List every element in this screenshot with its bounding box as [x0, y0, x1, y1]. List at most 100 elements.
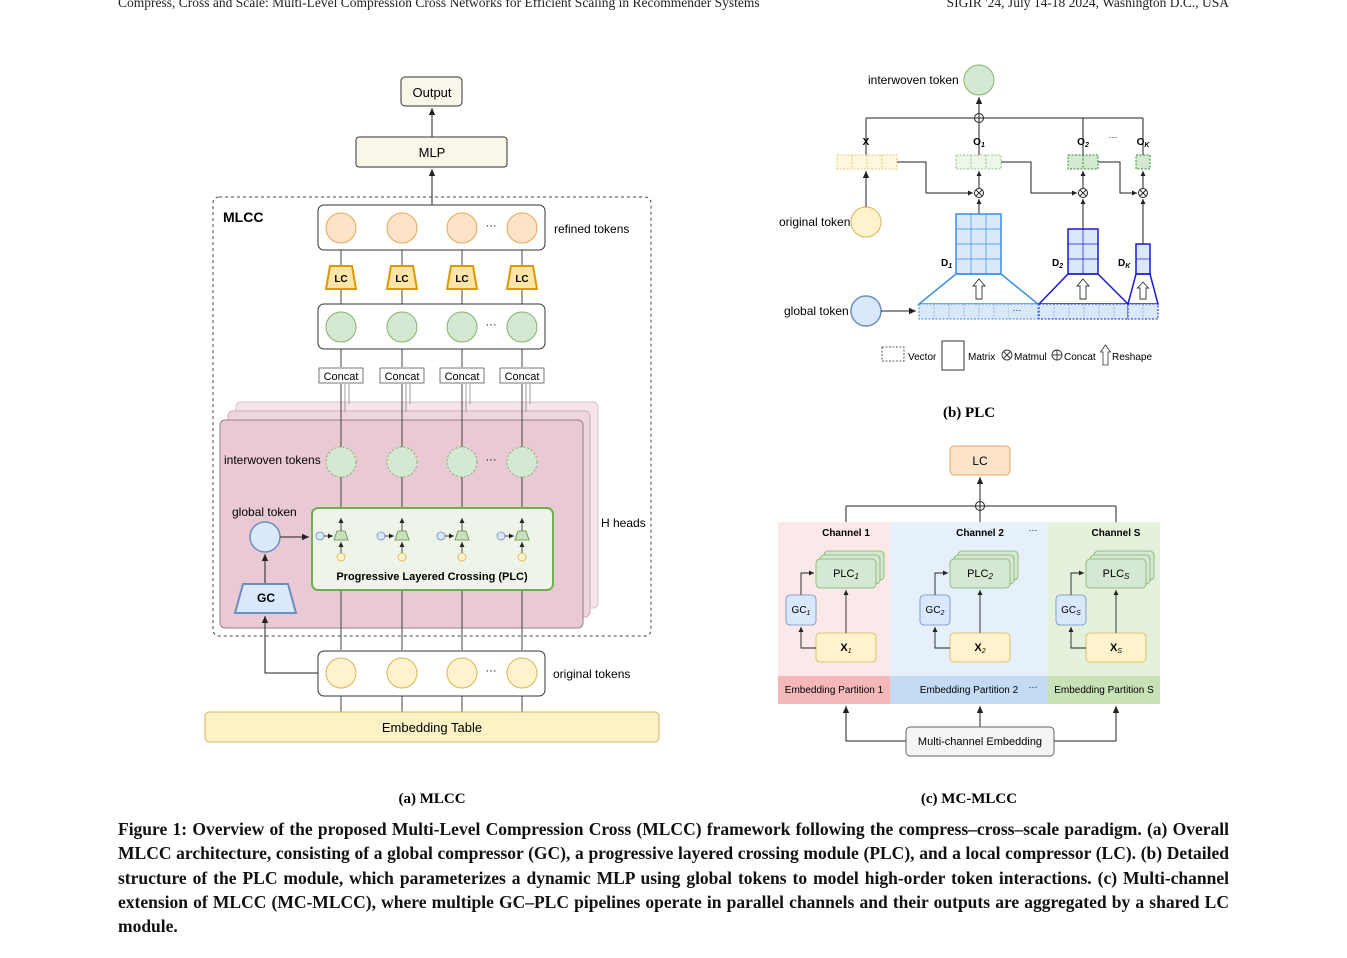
lc-label: LC	[395, 274, 408, 285]
x-label: X	[863, 137, 870, 148]
plcs-label: PLCS	[1103, 568, 1130, 581]
lc-block	[324, 265, 358, 290]
gc2-label: GC2	[926, 605, 945, 617]
legend-concat-label: Concat	[1064, 352, 1096, 363]
figure-caption: Figure 1: Overview of the proposed Multi…	[118, 819, 1229, 937]
caption-b: (b) PLC	[943, 405, 995, 421]
gcs-label: GCS	[1061, 605, 1081, 617]
original-token-label: original token	[779, 215, 850, 229]
partition-2-label: Embedding Partition 2	[920, 685, 1019, 696]
plc1-label: PLC1	[833, 568, 859, 581]
d2-label: D2	[1052, 258, 1063, 270]
channel-1: PLC1 GC1 X1	[785, 550, 885, 663]
o-ellipsis: ···	[1109, 132, 1118, 142]
mc-lc-box	[949, 445, 1011, 476]
global-token	[249, 521, 281, 553]
lc-label: LC	[334, 274, 347, 285]
channel-2-label: Channel 2	[956, 528, 1004, 539]
channel-1-label: Channel 1	[822, 528, 870, 539]
partition-1-label: Embedding Partition 1	[785, 685, 884, 696]
plc2-label: PLC2	[967, 568, 993, 581]
concat-label: Concat	[445, 371, 480, 383]
lc-row: LC LC LC LC	[324, 265, 539, 290]
h-heads-label: H heads	[601, 516, 646, 530]
concat-label: Concat	[324, 371, 359, 383]
legend-reshape-icon	[1099, 344, 1112, 366]
concat-ellipsis: ···	[486, 319, 497, 331]
gc1-label: GC1	[792, 605, 811, 617]
gc-block	[233, 583, 298, 614]
o2-label: O2	[1077, 137, 1089, 149]
panel-mlcc: Output MLP MLCC H heads	[204, 76, 660, 807]
mlcc-frame	[212, 196, 652, 637]
concat-token	[446, 311, 478, 343]
interwoven-token	[446, 446, 478, 478]
plc-units	[315, 518, 530, 562]
original-tokens-box	[317, 650, 546, 697]
mlp-box	[355, 136, 508, 168]
refined-token	[325, 212, 357, 244]
channel-s: PLCS GCS XS	[1055, 550, 1155, 663]
original-token	[446, 657, 478, 689]
mc-lc-label: LC	[972, 454, 988, 468]
d1-label: D1	[941, 258, 952, 270]
legend-matmul-label: Matmul	[1014, 352, 1047, 363]
refined-tokens-label: refined tokens	[554, 222, 629, 236]
interwoven-token	[506, 446, 538, 478]
refined-token	[386, 212, 418, 244]
d2-matrix	[1067, 228, 1099, 275]
refined-token	[446, 212, 478, 244]
o2-vector	[1067, 154, 1099, 170]
interwoven-token	[386, 446, 418, 478]
dk-matrix	[1135, 243, 1151, 275]
partition-ellipsis: ···	[1029, 682, 1038, 692]
partition-1	[778, 676, 890, 704]
lc-label: LC	[455, 274, 468, 285]
refined-token	[506, 212, 538, 244]
mlcc-title: MLCC	[223, 209, 263, 225]
original-tokens-label: original tokens	[553, 667, 630, 681]
refined-ellipsis: ···	[486, 220, 497, 232]
x1-label: X1	[840, 642, 851, 655]
concat-token	[325, 311, 357, 343]
plc-label: Progressive Layered Crossing (PLC)	[336, 571, 528, 583]
concat-label: Concat	[505, 371, 540, 383]
dk-label: DK	[1118, 258, 1131, 270]
plc-global-token	[850, 295, 882, 327]
legend-matmul-icon	[1001, 349, 1013, 361]
concat-row: Concat Concat Concat Concat	[318, 367, 545, 384]
o1-vector	[955, 154, 1002, 170]
partition-s-label: Embedding Partition S	[1054, 685, 1154, 696]
output-label: Output	[412, 85, 451, 100]
partition-2	[890, 676, 1048, 704]
legend-matrix-label: Matrix	[968, 352, 995, 363]
concat-tokens-box	[317, 303, 546, 350]
caption-c: (c) MC-MLCC	[921, 791, 1017, 807]
interwoven-tokens-label: interwoven tokens	[224, 453, 321, 467]
reshape-arrow-icon	[972, 278, 1150, 300]
embedding-table-label: Embedding Table	[382, 720, 482, 735]
d1-matrix	[955, 213, 1002, 275]
panel-plc: interwoven token X O1 O2 ··· OK	[779, 64, 1159, 421]
legend-concat-icon	[1051, 349, 1063, 361]
partition-s	[1048, 676, 1160, 704]
o1-label: O1	[973, 137, 985, 149]
interwoven-token	[325, 446, 357, 478]
x-vector	[836, 154, 898, 170]
concat-token	[386, 311, 418, 343]
ok-vector	[1135, 154, 1151, 170]
legend-reshape-label: Reshape	[1112, 352, 1152, 363]
original-ellipsis: ···	[486, 665, 497, 677]
legend-vector-label: Vector	[908, 352, 937, 363]
xs-label: XS	[1110, 642, 1122, 655]
embedding-table	[204, 711, 660, 743]
lc-block	[505, 265, 539, 290]
mlp-label: MLP	[419, 145, 446, 160]
channel-s-label: Channel S	[1092, 528, 1141, 539]
channel-2: PLC2 GC2 X2	[919, 550, 1019, 663]
refined-tokens-box	[317, 204, 546, 251]
multi-channel-embedding-label: Multi-channel Embedding	[918, 736, 1042, 748]
global-token-label: global token	[232, 505, 297, 519]
concat-label: Concat	[385, 371, 420, 383]
